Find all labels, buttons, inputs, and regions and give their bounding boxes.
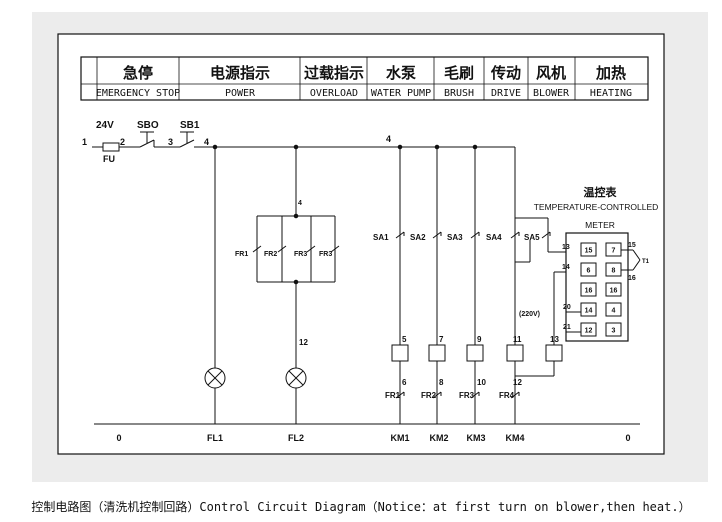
meter-pin-13: 13 — [562, 244, 570, 251]
overload-node: 4 — [298, 200, 302, 207]
node-3: 3 — [168, 137, 173, 147]
meter-right-5: 3 — [612, 328, 616, 335]
switch-sa5: SA5 — [524, 233, 540, 242]
meter-right-3: 16 — [610, 288, 618, 295]
wiring — [92, 131, 641, 425]
header-en-blower: BLOWER — [533, 88, 570, 99]
header-cn-blower: 风机 — [536, 64, 566, 82]
switch-sa2: SA2 — [410, 233, 426, 242]
sbo-label: SBO — [137, 120, 159, 131]
bus-label: 4 — [386, 134, 391, 144]
contact-node-6: 6 — [402, 378, 407, 387]
fr-contact-1: FR1 — [385, 391, 401, 400]
header-cn-emergency-stop: 急停 — [123, 64, 153, 82]
contact-node-10: 10 — [477, 378, 486, 387]
fr-contact-2: FR2 — [421, 391, 437, 400]
meter-pin-20: 20 — [563, 304, 571, 311]
header-cn-overload: 过载指示 — [304, 64, 364, 82]
contact-node-12: 12 — [513, 378, 522, 387]
header-en-water-pump: WATER PUMP — [371, 88, 431, 99]
coil-node-9: 9 — [477, 335, 482, 344]
header-table: 急停 EMERGENCY STOP 电源指示 POWER 过载指示 OVERLO… — [80, 56, 649, 101]
switch-sa3: SA3 — [447, 233, 463, 242]
meter-right-1: 7 — [612, 248, 616, 255]
header-en-drive: DRIVE — [491, 88, 521, 99]
overload-node-12: 12 — [299, 338, 308, 347]
coil-node-13: 13 — [550, 335, 559, 344]
meter-pin-21: 21 — [563, 324, 571, 331]
meter-right-4: 4 — [612, 308, 616, 315]
header-en-brush: BRUSH — [444, 88, 474, 99]
coil-node-5: 5 — [402, 335, 407, 344]
meter-left-2: 6 — [587, 268, 591, 275]
bottom-label-km3: KM3 — [466, 433, 485, 443]
coil-node-7: 7 — [439, 335, 444, 344]
fuse-label: FU — [103, 154, 115, 164]
header-cn-drive: 传动 — [490, 64, 521, 82]
header-cn-heating: 加热 — [595, 64, 626, 82]
bottom-label-0-left: 0 — [116, 433, 121, 443]
supply-voltage: 24V — [96, 120, 114, 131]
meter-voltage: (220V) — [519, 311, 540, 318]
fr-relay-2: FR2 — [264, 251, 277, 258]
fr-contact-3: FR3 — [459, 391, 475, 400]
meter-pin-14: 14 — [562, 264, 570, 271]
switch-sa1: SA1 — [373, 233, 389, 242]
node-2: 2 — [120, 137, 125, 147]
bottom-label-fl1: FL1 — [207, 433, 223, 443]
contact-node-8: 8 — [439, 378, 444, 387]
contact-symbols — [252, 231, 551, 399]
meter-left-4: 14 — [585, 308, 593, 315]
header-cn-brush: 毛刷 — [444, 64, 474, 82]
header-en-emergency-stop: EMERGENCY STOP — [96, 88, 180, 99]
bottom-label-km4: KM4 — [505, 433, 524, 443]
meter-t1: T1 — [642, 259, 650, 265]
header-cn-power: 电源指示 — [210, 64, 270, 82]
meter-title-en: TEMPERATURE-CONTROLLED — [534, 202, 659, 212]
fr-contact-4: FR4 — [499, 391, 515, 400]
fr-relay-4: FR3 — [319, 251, 332, 258]
meter-left-3: 16 — [585, 288, 593, 295]
sb1-label: SB1 — [180, 120, 200, 131]
diagram-caption: 控制电路图（清洗机控制回路）Control Circuit Diagram（No… — [31, 500, 691, 514]
bottom-label-0-right: 0 — [625, 433, 630, 443]
fuse-symbol — [102, 142, 120, 152]
header-en-heating: HEATING — [590, 88, 632, 99]
meter-title-en2: METER — [585, 220, 615, 230]
header-en-power: POWER — [225, 88, 256, 99]
node-1: 1 — [82, 137, 87, 147]
node-4: 4 — [204, 137, 209, 147]
bottom-label-km1: KM1 — [390, 433, 409, 443]
meter-title-cn: 温控表 — [584, 185, 618, 199]
meter-pin-15: 15 — [628, 242, 636, 249]
bottom-label-fl2: FL2 — [288, 433, 304, 443]
meter-left-5: 12 — [585, 328, 593, 335]
fr-relay-3: FR3 — [294, 251, 307, 258]
meter-pin-16: 16 — [628, 275, 636, 282]
bottom-label-km2: KM2 — [429, 433, 448, 443]
diagram-frame — [57, 33, 665, 455]
meter-right-2: 8 — [612, 268, 616, 275]
fr-relay-1: FR1 — [235, 251, 248, 258]
header-en-overload: OVERLOAD — [310, 88, 358, 99]
header-cn-water-pump: 水泵 — [386, 64, 416, 82]
meter-left-1: 15 — [585, 248, 593, 255]
coil-node-11: 11 — [513, 335, 522, 344]
switch-sa4: SA4 — [486, 233, 502, 242]
